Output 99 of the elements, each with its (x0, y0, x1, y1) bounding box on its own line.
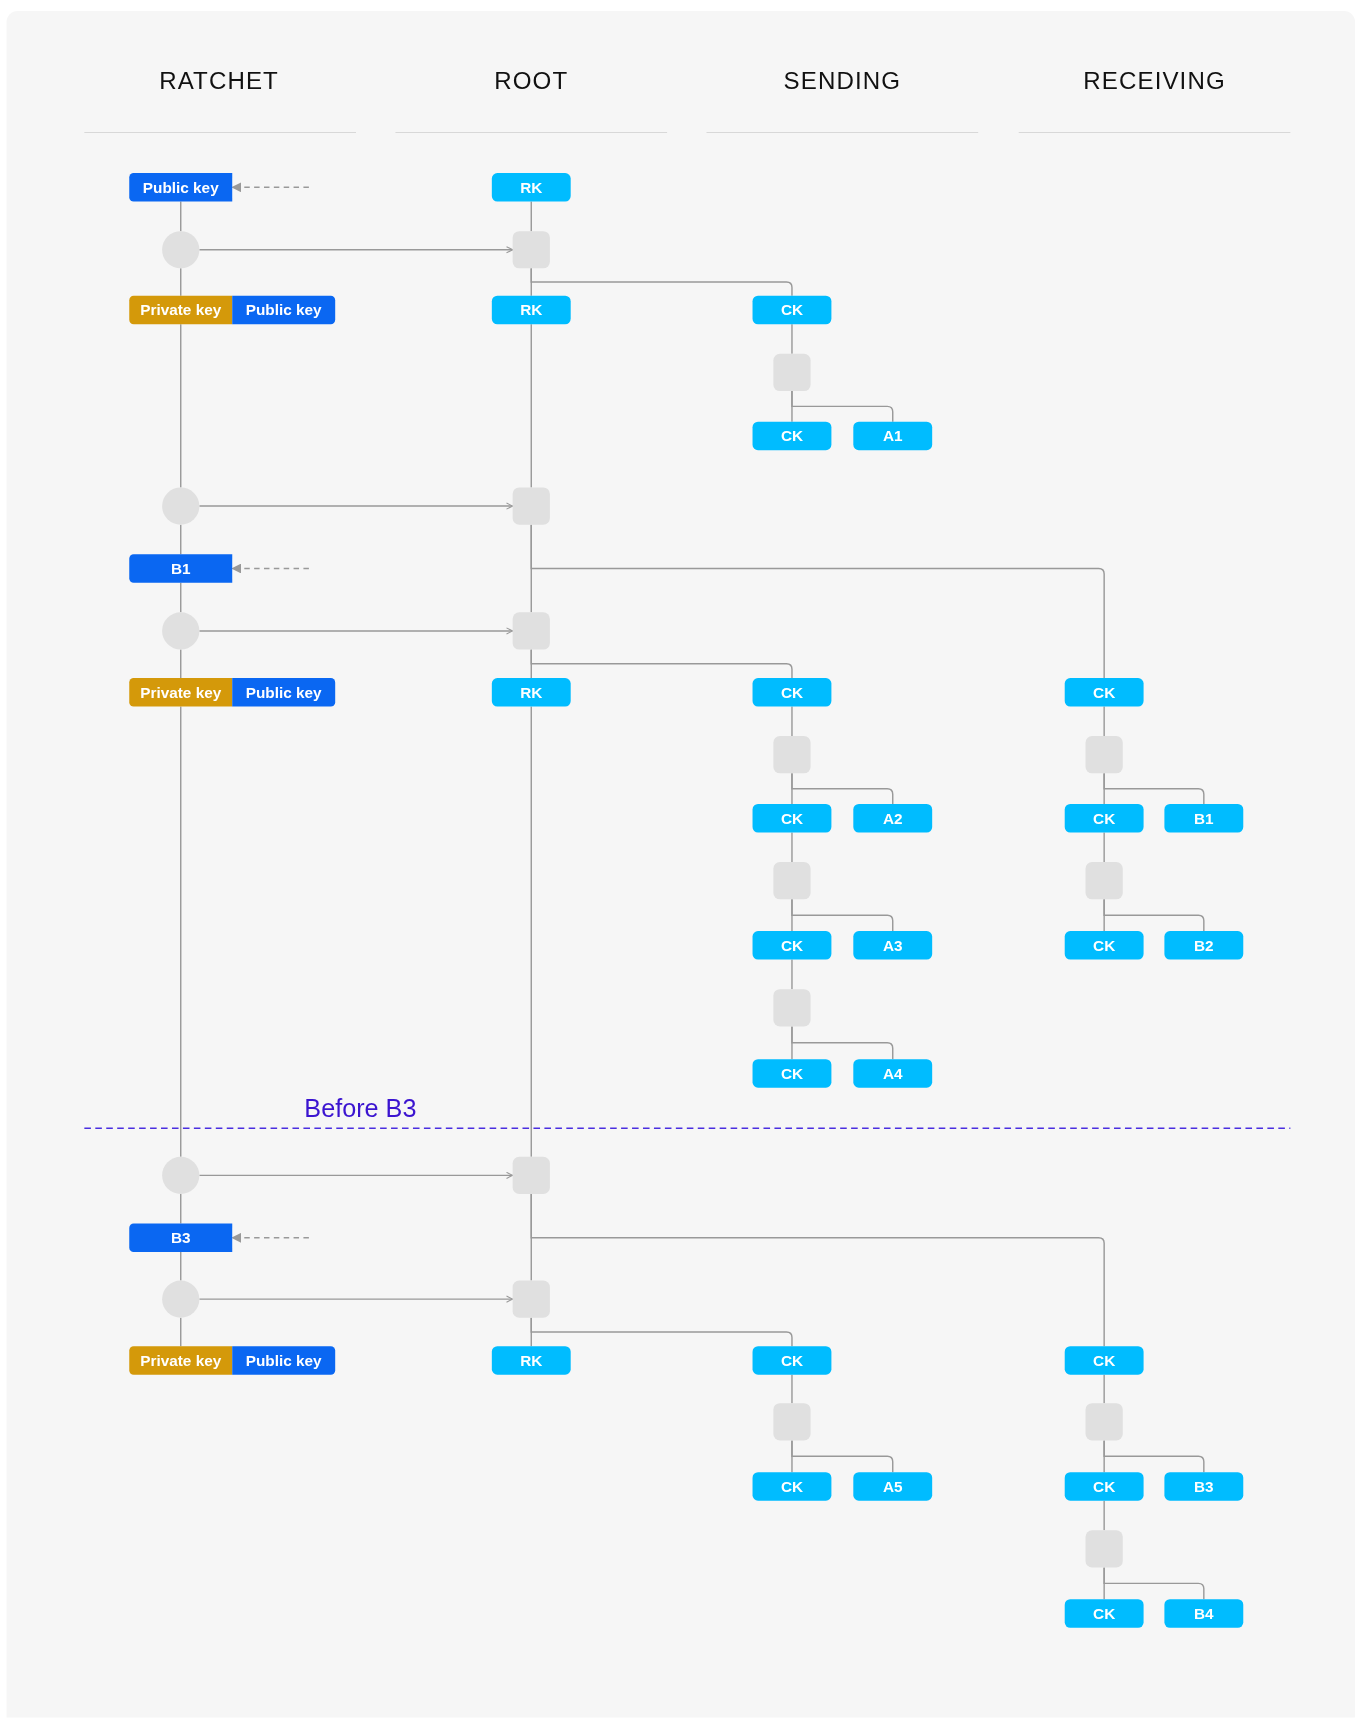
connector-line (180, 582, 182, 614)
arrow (198, 1171, 514, 1179)
key-tag: CK (1064, 678, 1144, 707)
dashed-arrow (231, 563, 310, 574)
connector-line (791, 831, 793, 863)
connector-line (530, 267, 793, 297)
step-square (512, 1280, 550, 1318)
step-square (773, 353, 811, 392)
connector-line (791, 772, 894, 805)
key-tag: B3 (1164, 1472, 1244, 1501)
key-tag: CK (752, 678, 832, 707)
step-square (1085, 1530, 1123, 1568)
step-square (512, 1156, 550, 1194)
step-square (773, 989, 811, 1027)
key-tag: RK (491, 678, 571, 707)
step-square (1085, 862, 1123, 900)
connector-line (1103, 1374, 1105, 1404)
connector-line (791, 958, 793, 990)
connector-line (180, 323, 182, 489)
public-key-tag: Public key (232, 1346, 336, 1375)
connector-line (180, 1317, 182, 1347)
key-tag: A4 (853, 1059, 933, 1088)
key-tag: CK (1064, 1472, 1144, 1501)
connector-line (530, 705, 532, 1158)
connector-line (530, 524, 1105, 679)
arrow (198, 1295, 514, 1303)
column-heading: RATCHET (159, 66, 279, 96)
private-key-tag: Private key (129, 678, 233, 707)
key-tag: CK (752, 1346, 832, 1375)
column-heading: SENDING (783, 66, 902, 96)
public-key-tag: Public key (232, 678, 336, 707)
connector-line (180, 705, 182, 1158)
connector-line (180, 200, 182, 232)
key-tag: A5 (853, 1472, 933, 1501)
arrow (198, 246, 514, 254)
connector-line (530, 200, 532, 232)
step-square (512, 612, 550, 650)
key-tag: RK (491, 295, 571, 325)
connector-line (791, 390, 894, 423)
connector-line (791, 705, 793, 737)
step-square (773, 1403, 811, 1441)
public-key-tag: B3 (129, 1223, 233, 1253)
arrow (198, 627, 514, 635)
key-tag: A2 (853, 804, 933, 833)
column-heading: RECEIVING (1083, 66, 1226, 96)
connector-line (1103, 1439, 1205, 1473)
connector-line (791, 1439, 894, 1473)
key-tag: A1 (853, 421, 933, 451)
public-key-tag: Public key (129, 173, 233, 202)
arrow (198, 502, 514, 510)
key-tag: RK (491, 1346, 571, 1375)
dashed-arrow (231, 182, 310, 193)
key-tag: CK (752, 1472, 832, 1501)
key-tag: CK (752, 295, 832, 325)
key-tag: A3 (853, 931, 933, 960)
key-tag: CK (1064, 1599, 1144, 1628)
private-key-tag: Private key (129, 295, 233, 325)
connector-line (791, 1374, 793, 1404)
key-tag: B2 (1164, 931, 1244, 960)
connector-line (530, 323, 532, 489)
connector-line (530, 1317, 793, 1347)
public-key-tag: B1 (129, 554, 233, 583)
dashed-arrow (231, 1232, 310, 1243)
key-tag: CK (1064, 1346, 1144, 1375)
step-square (512, 487, 550, 525)
key-tag: B4 (1164, 1599, 1244, 1628)
connector-line (530, 1193, 1105, 1347)
connector-line (1103, 1499, 1105, 1531)
step-square (773, 736, 811, 774)
step-square (512, 231, 550, 269)
step-square (1085, 1403, 1123, 1441)
private-key-tag: Private key (129, 1346, 233, 1375)
connector-line (180, 524, 182, 555)
connector-line (180, 1193, 182, 1225)
column-heading: ROOT (494, 66, 569, 96)
connector-line (180, 1251, 182, 1282)
connector-line (791, 1025, 894, 1060)
key-tag: CK (1064, 804, 1144, 833)
key-tag: CK (1064, 931, 1144, 960)
key-tag: CK (752, 1059, 832, 1088)
connector-line (1103, 705, 1105, 737)
key-tag: CK (752, 931, 832, 960)
connector-line (180, 267, 182, 297)
connector-line (791, 323, 793, 355)
connector-line (180, 648, 182, 679)
step-square (1085, 736, 1123, 774)
connector-line (1103, 831, 1105, 863)
public-key-tag: Public key (232, 295, 336, 325)
connector-line (1103, 898, 1205, 932)
connector-line (791, 898, 894, 932)
key-tag: CK (752, 804, 832, 833)
key-tag: CK (752, 421, 832, 451)
connector-line (530, 648, 793, 679)
key-tag: RK (491, 173, 571, 202)
step-square (773, 862, 811, 900)
section-label: Before B3 (304, 1093, 417, 1124)
connector-line (1103, 772, 1205, 805)
connector-line (1103, 1566, 1205, 1600)
key-tag: B1 (1164, 804, 1244, 833)
